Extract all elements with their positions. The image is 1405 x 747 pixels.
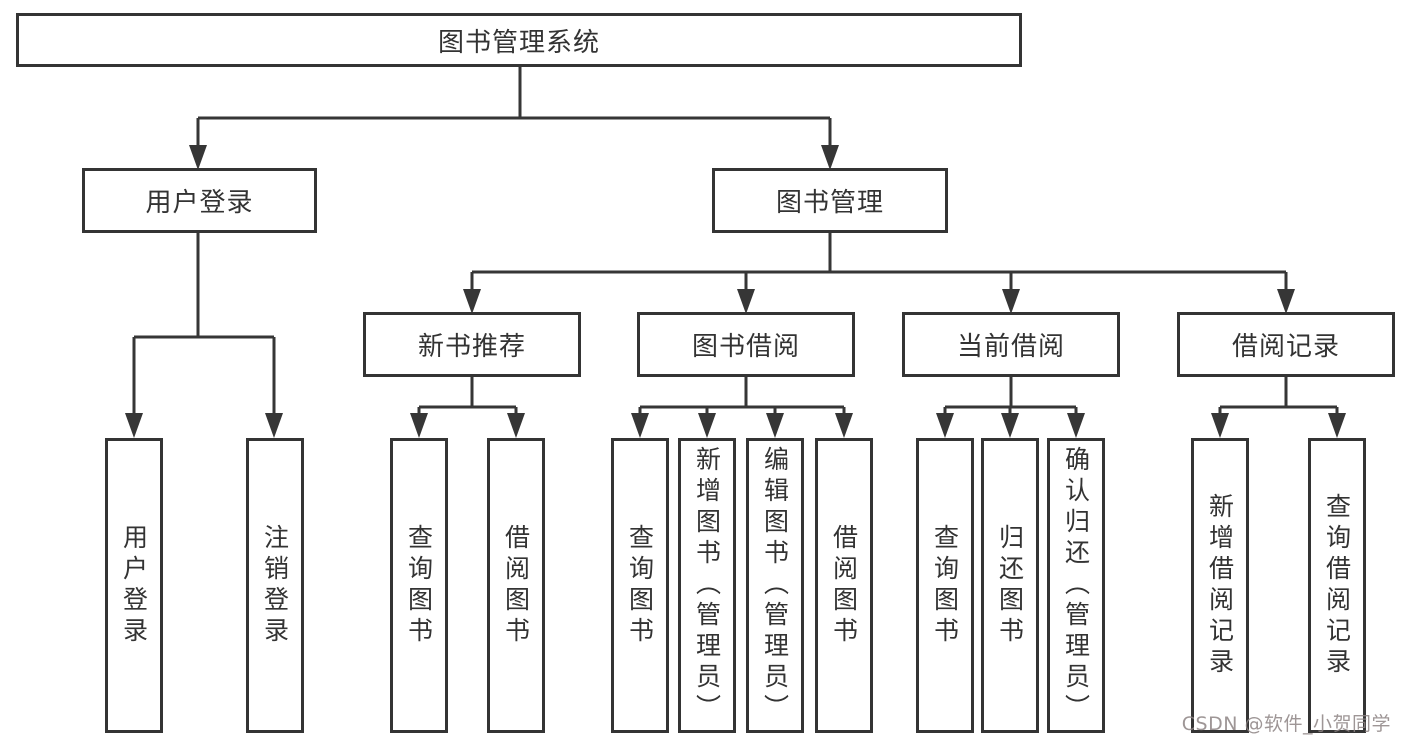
arrowhead: [936, 413, 954, 438]
connector-borrowing-records-to-leaves: [1211, 377, 1346, 438]
leaf-label: 查询图书: [404, 523, 434, 648]
arrowhead: [410, 413, 428, 438]
arrowhead: [1067, 413, 1085, 438]
leaf-label: 新增借阅记录: [1205, 492, 1235, 679]
node-label: 图书借阅: [691, 332, 800, 362]
leaf-label: 查询图书: [930, 523, 960, 648]
leaf-label: 注销登录: [260, 523, 290, 648]
connector-user-login-to-leaves: [125, 232, 283, 438]
arrowhead: [463, 289, 481, 314]
arrowhead: [265, 413, 283, 438]
arrowhead: [1211, 413, 1229, 438]
leaf-label: 确认归还（管理员）: [1061, 446, 1091, 725]
node-label: 图书管理系统: [437, 27, 600, 58]
node-label: 新书推荐: [417, 332, 526, 362]
leaf-edit-books-admin: 编辑图书（管理员）: [746, 438, 804, 733]
node-book-management-system: 图书管理系统: [16, 13, 1022, 67]
node-new-book-recommendation: 新书推荐: [363, 312, 581, 377]
arrowhead: [698, 413, 716, 438]
arrowhead: [1001, 413, 1019, 438]
node-current-borrowing: 当前借阅: [902, 312, 1120, 377]
arrowhead: [1328, 413, 1346, 438]
connector-book-borrowing-to-leaves: [631, 377, 853, 438]
arrowhead: [189, 145, 207, 170]
leaf-logout: 注销登录: [246, 438, 304, 733]
leaf-borrow-books-recommend: 借阅图书: [487, 438, 545, 733]
node-label: 图书管理: [775, 188, 884, 218]
leaf-user-login: 用户登录: [105, 438, 163, 733]
leaf-query-books-recommend: 查询图书: [390, 438, 448, 733]
arrowhead: [737, 289, 755, 314]
arrowhead: [821, 145, 839, 170]
leaf-label: 编辑图书（管理员）: [760, 446, 790, 725]
arrowhead: [507, 413, 525, 438]
connector-root-to-level1: [189, 66, 839, 170]
connector-current-borrowing-to-leaves: [936, 377, 1085, 438]
arrowhead: [1277, 289, 1295, 314]
leaf-label: 借阅图书: [501, 523, 531, 648]
leaf-confirm-return-admin: 确认归还（管理员）: [1047, 438, 1105, 733]
leaf-query-borrow-record: 查询借阅记录: [1308, 438, 1366, 733]
arrowhead: [835, 413, 853, 438]
leaf-add-books-admin: 新增图书（管理员）: [678, 438, 736, 733]
node-label: 用户登录: [145, 188, 254, 218]
node-book-management: 图书管理: [712, 168, 948, 233]
leaf-label: 借阅图书: [829, 523, 859, 648]
arrowhead: [766, 413, 784, 438]
leaf-label: 查询图书: [625, 523, 655, 648]
node-label: 当前借阅: [956, 332, 1065, 362]
node-user-login: 用户登录: [82, 168, 317, 233]
arrowhead: [125, 413, 143, 438]
leaf-add-borrow-record: 新增借阅记录: [1191, 438, 1249, 733]
leaf-label: 归还图书: [995, 523, 1025, 648]
connector-new-book-recommendation-to-leaves: [410, 377, 525, 438]
connector-book-management-to-level2: [463, 232, 1295, 314]
leaf-return-books: 归还图书: [981, 438, 1039, 733]
node-borrowing-records: 借阅记录: [1177, 312, 1395, 377]
leaf-label: 新增图书（管理员）: [692, 446, 722, 725]
leaf-label: 用户登录: [119, 523, 149, 648]
watermark: CSDN @软件_小贺同学: [1181, 713, 1391, 735]
arrowhead: [1002, 289, 1020, 314]
node-book-borrowing: 图书借阅: [637, 312, 855, 377]
leaf-query-books-borrowing: 查询图书: [611, 438, 669, 733]
arrowhead: [631, 413, 649, 438]
leaf-label: 查询借阅记录: [1322, 492, 1352, 679]
leaf-borrow-books-borrowing: 借阅图书: [815, 438, 873, 733]
node-label: 借阅记录: [1231, 332, 1340, 362]
leaf-query-books-current: 查询图书: [916, 438, 974, 733]
